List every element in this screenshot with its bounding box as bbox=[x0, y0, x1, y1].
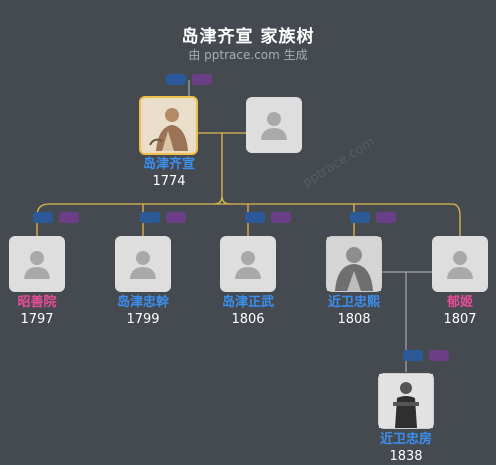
page-title: 岛津齐宣 家族树 bbox=[181, 27, 315, 47]
portrait-photo bbox=[143, 100, 194, 151]
person-name: 郁姬 bbox=[446, 295, 473, 310]
father-badge[interactable] bbox=[350, 212, 370, 223]
person-name: 岛津齐宣 bbox=[142, 157, 195, 172]
person-year: 1838 bbox=[389, 449, 423, 464]
father-badge[interactable] bbox=[166, 74, 186, 85]
mother-badge[interactable] bbox=[429, 350, 449, 361]
mother-badge[interactable] bbox=[59, 212, 79, 223]
person-placeholder-icon bbox=[447, 251, 473, 279]
mother-badge[interactable] bbox=[271, 212, 291, 223]
father-badge[interactable] bbox=[245, 212, 265, 223]
portrait-photo bbox=[327, 237, 381, 291]
page-subtitle: 由 pptrace.com 生成 bbox=[188, 48, 308, 62]
person-card-spouse[interactable] bbox=[246, 97, 302, 153]
person-name: 近卫忠熙 bbox=[327, 295, 380, 310]
person-name: 岛津忠幹 bbox=[116, 295, 169, 310]
person-year: 1799 bbox=[126, 312, 160, 327]
person-year: 1806 bbox=[231, 312, 265, 327]
mother-badge[interactable] bbox=[376, 212, 396, 223]
portrait-photo bbox=[379, 374, 433, 428]
person-year: 1797 bbox=[20, 312, 54, 327]
person-card-shozenin[interactable] bbox=[9, 236, 65, 292]
person-card-tadamoto[interactable] bbox=[115, 236, 171, 292]
person-card-nariyoshi[interactable] bbox=[139, 96, 198, 155]
person-placeholder-icon bbox=[235, 251, 261, 279]
father-badge[interactable] bbox=[403, 350, 423, 361]
father-badge[interactable] bbox=[140, 212, 160, 223]
father-badge[interactable] bbox=[33, 212, 53, 223]
person-card-tadafusa[interactable] bbox=[378, 373, 434, 429]
person-placeholder-icon bbox=[24, 251, 50, 279]
person-year: 1808 bbox=[337, 312, 371, 327]
person-card-tadahiro[interactable] bbox=[326, 236, 382, 292]
person-year: 1774 bbox=[152, 174, 186, 189]
person-year: 1807 bbox=[443, 312, 477, 327]
person-name: 昭善院 bbox=[17, 295, 57, 310]
person-name: 近卫忠房 bbox=[379, 432, 432, 447]
person-card-ikuhime[interactable] bbox=[432, 236, 488, 292]
children-rail bbox=[36, 203, 461, 236]
person-placeholder-icon bbox=[261, 112, 287, 140]
person-name: 岛津正武 bbox=[221, 295, 274, 310]
person-card-masatake[interactable] bbox=[220, 236, 276, 292]
mother-badge[interactable] bbox=[166, 212, 186, 223]
person-placeholder-icon bbox=[130, 251, 156, 279]
mother-badge[interactable] bbox=[192, 74, 212, 85]
trunk-junction bbox=[213, 195, 231, 205]
